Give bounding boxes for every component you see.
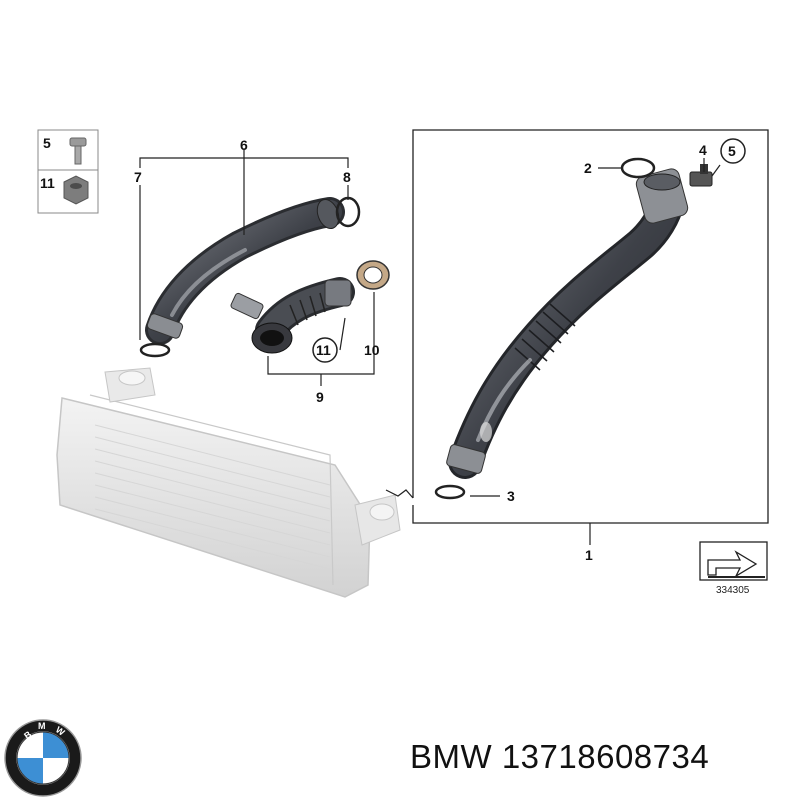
callout-11-circle bbox=[312, 337, 338, 363]
callout-5: 5 bbox=[728, 143, 736, 159]
brand-name: BMW bbox=[410, 738, 493, 775]
callout-2: 2 bbox=[584, 160, 592, 176]
seal-ring-3 bbox=[434, 484, 466, 500]
part-number: 13718608734 bbox=[501, 738, 710, 775]
callout-7: 7 bbox=[134, 169, 142, 185]
bellows-ribs bbox=[514, 303, 576, 371]
sensor bbox=[689, 164, 713, 187]
screw-part bbox=[69, 137, 87, 165]
callout-6: 6 bbox=[240, 137, 248, 153]
seal-ring-2 bbox=[620, 157, 656, 179]
arrow-icon bbox=[707, 550, 758, 578]
legend-label-nut: 11 bbox=[40, 175, 55, 191]
logo-letter-m: M bbox=[38, 721, 46, 731]
nut-part bbox=[63, 175, 89, 205]
callout-8: 8 bbox=[343, 169, 351, 185]
callout-9: 9 bbox=[316, 389, 324, 405]
logo-letter-b: B bbox=[22, 729, 33, 741]
callout-3: 3 bbox=[507, 488, 515, 504]
drawing-reference: 334305 bbox=[699, 541, 768, 596]
callout-4: 4 bbox=[699, 142, 707, 158]
bmw-logo: B M W bbox=[4, 719, 82, 797]
callout-11: 11 bbox=[316, 342, 331, 358]
cooler-fins bbox=[94, 424, 331, 570]
legend-label-screw: 5 bbox=[43, 135, 51, 151]
part-caption: BMW 13718608734 bbox=[410, 738, 790, 788]
coupling-top bbox=[635, 168, 689, 224]
hose-1-assembly bbox=[385, 129, 769, 545]
intercooler bbox=[56, 367, 401, 598]
seal-ring-7 bbox=[139, 342, 171, 358]
leader-lines-right bbox=[470, 158, 721, 497]
charge-air-hose-9 bbox=[230, 277, 355, 354]
callout-5-circle bbox=[720, 138, 746, 164]
drawing-number: 334305 bbox=[716, 585, 750, 596]
callout-1: 1 bbox=[585, 547, 593, 563]
callout-10: 10 bbox=[364, 342, 380, 358]
clamp-ring-10 bbox=[356, 260, 390, 290]
leader-lines-left bbox=[139, 150, 375, 386]
small-parts-legend: 5 11 bbox=[37, 129, 99, 214]
charge-air-hose-6 bbox=[145, 197, 345, 345]
